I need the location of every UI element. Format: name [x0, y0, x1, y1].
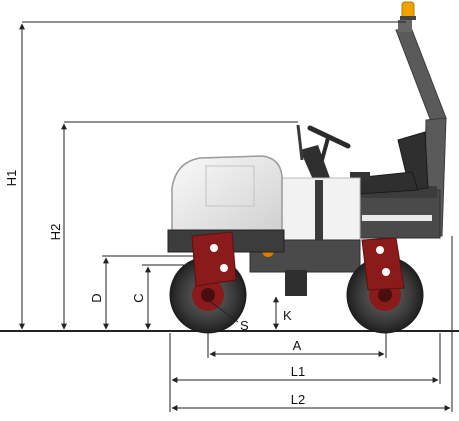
label-l2: L2: [291, 392, 305, 407]
label-c: C: [131, 293, 146, 302]
rear-drum: [346, 237, 424, 334]
label-h1: H1: [4, 170, 19, 187]
label-s: S: [240, 318, 249, 333]
label-d: D: [89, 293, 104, 302]
steering-wheel-icon: [296, 124, 351, 182]
dimension-lines: [19, 21, 453, 412]
operator-seat-icon: [350, 131, 429, 195]
beacon-light-icon: [400, 1, 416, 20]
label-k: K: [283, 308, 292, 323]
roller-machine: [167, 1, 447, 334]
label-h2: H2: [48, 224, 63, 241]
label-a: A: [293, 338, 302, 353]
center-frame: [249, 177, 361, 296]
label-l1: L1: [291, 364, 305, 379]
